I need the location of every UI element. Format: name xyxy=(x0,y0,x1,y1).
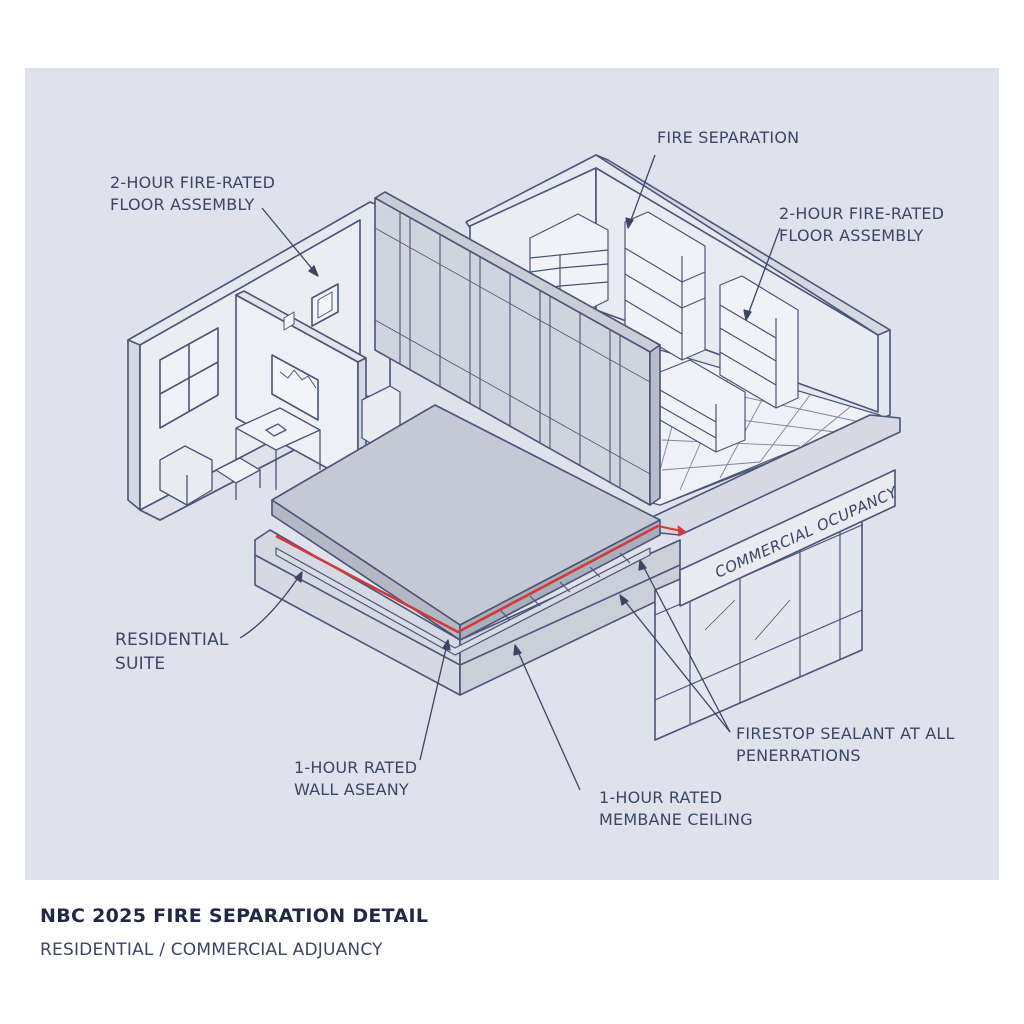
leader-fire-separation xyxy=(627,154,656,229)
label-residential-suite: RESIDENTIAL SUITE xyxy=(115,628,229,676)
caption-subtitle: RESIDENTIAL / COMMERCIAL ADJUANCY xyxy=(40,940,383,960)
leader-residential xyxy=(239,571,303,639)
firestop-red-line xyxy=(275,524,659,634)
label-line: PENERRATIONS xyxy=(736,746,861,765)
label-floor-assembly-left: 2-HOUR FIRE-RATED FLOOR ASSEMBLY xyxy=(110,172,275,216)
label-line: SUITE xyxy=(115,654,166,674)
label-line: FIRE SEPARATION xyxy=(657,128,800,147)
label-line: FLOOR ASSEMBLY xyxy=(110,195,255,214)
leader-wall xyxy=(419,639,449,761)
desk-furniture xyxy=(159,385,401,506)
fire-separation-wall xyxy=(374,191,661,506)
leader-ceiling xyxy=(514,644,581,791)
label-wall-assembly: 1-HOUR RATED WALL ASEANY xyxy=(294,757,417,801)
room-window xyxy=(159,327,219,429)
label-line: MEMBANE CEILING xyxy=(599,810,753,829)
label-membrane-ceiling: 1-HOUR RATED MEMBANE CEILING xyxy=(599,787,753,831)
leader-floor-left xyxy=(261,207,319,277)
label-firestop-sealant: FIRESTOP SEALANT AT ALL PENERRATIONS xyxy=(736,723,955,767)
leader-floor-right xyxy=(745,227,781,321)
label-line: 1-HOUR RATED xyxy=(294,758,418,777)
caption-title: NBC 2025 FIRE SEPARATION DETAIL xyxy=(40,905,429,927)
label-line: WALL ASEANY xyxy=(294,780,409,799)
label-floor-assembly-right: 2-HOUR FIRE-RATED FLOOR ASSEMBLY xyxy=(779,203,944,247)
leader-firestop-1 xyxy=(619,594,731,733)
label-line: FIRESTOP SEALANT AT ALL xyxy=(736,724,955,743)
label-line: FLOOR ASSEMBLY xyxy=(779,226,924,245)
floor-joists xyxy=(275,547,651,656)
label-line: 2-HOUR FIRE-RATED xyxy=(110,173,276,192)
floor-slab xyxy=(271,404,687,656)
leader-firestop-2 xyxy=(639,559,731,733)
label-line: 2-HOUR FIRE-RATED xyxy=(779,204,945,223)
leader-lines xyxy=(239,154,781,791)
label-line: RESIDENTIAL xyxy=(115,630,229,650)
label-fire-separation: FIRE SEPARATION xyxy=(657,127,799,149)
residential-room xyxy=(127,201,401,521)
label-line: 1-HOUR RATED xyxy=(599,788,723,807)
commercial-sign-band xyxy=(679,469,896,607)
